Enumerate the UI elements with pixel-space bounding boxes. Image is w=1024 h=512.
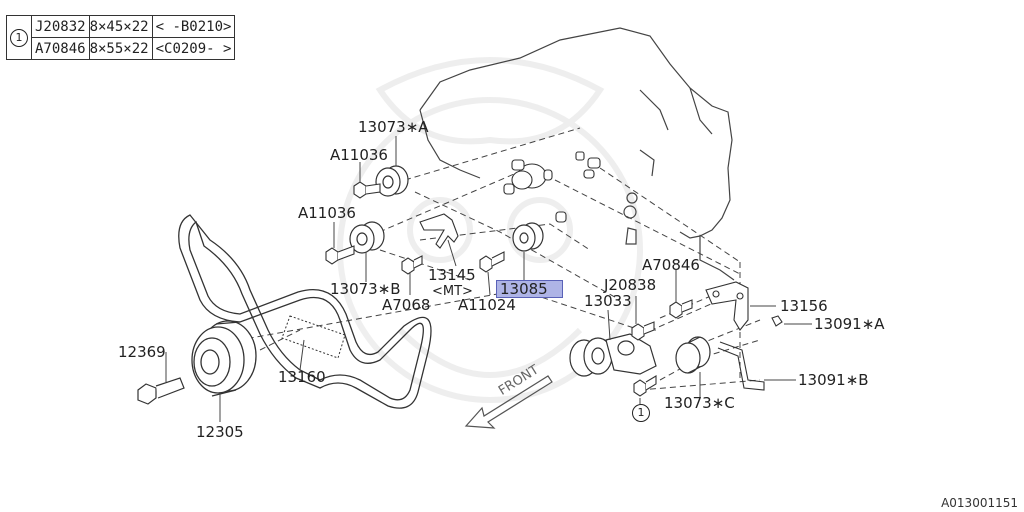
spec-part: A70846 bbox=[31, 37, 90, 60]
spec-range: < -B0210> bbox=[151, 15, 236, 38]
drive-belt bbox=[178, 214, 432, 409]
callout-13073a[interactable]: 13073∗A bbox=[358, 118, 429, 136]
callout-a11036-mid[interactable]: A11036 bbox=[298, 204, 356, 222]
callout-12369[interactable]: 12369 bbox=[118, 343, 166, 361]
spec-size: 8×45×22 bbox=[89, 15, 153, 38]
bracket-13091b bbox=[717, 341, 765, 391]
callout-13091b[interactable]: 13091∗B bbox=[798, 371, 869, 389]
crank-pulley bbox=[191, 320, 257, 397]
ref-mark-bottom: 1 bbox=[632, 404, 650, 422]
spec-row: A70846 8×55×22 <C0209- > bbox=[7, 37, 236, 60]
callout-13160[interactable]: 13160 bbox=[278, 368, 326, 386]
tensioner-upper bbox=[503, 151, 601, 223]
crank-bolt bbox=[137, 377, 185, 405]
ref-mark-circle: 1 bbox=[10, 28, 28, 47]
bolt-j20838 bbox=[631, 321, 655, 341]
bracket-13145 bbox=[419, 213, 459, 249]
callout-a11024[interactable]: A11024 bbox=[458, 296, 516, 314]
bolt-ref-1 bbox=[633, 375, 657, 397]
idler-pulley-b bbox=[349, 221, 385, 254]
spec-ref-cell: 1 bbox=[6, 15, 32, 60]
callout-13073b[interactable]: 13073∗B bbox=[330, 280, 401, 298]
bracket-13156 bbox=[705, 281, 749, 331]
callout-13073c[interactable]: 13073∗C bbox=[664, 394, 735, 412]
idler-pulley-13085 bbox=[512, 222, 544, 252]
spec-row: 1 J20832 8×45×22 < -B0210> bbox=[6, 15, 236, 60]
callout-13156[interactable]: 13156 bbox=[780, 297, 828, 315]
tensioner-13033 bbox=[569, 333, 657, 377]
spec-part: J20832 bbox=[31, 15, 90, 38]
callout-a70846[interactable]: A70846 bbox=[642, 256, 700, 274]
leader-lines bbox=[165, 136, 812, 422]
spec-range: <C0209- > bbox=[151, 37, 236, 60]
callout-j20838[interactable]: J20838 bbox=[604, 276, 657, 294]
callout-a11036-top[interactable]: A11036 bbox=[330, 146, 388, 164]
spec-size: 8×55×22 bbox=[89, 37, 153, 60]
watermark-crest bbox=[337, 57, 643, 403]
clip-13091a bbox=[771, 315, 783, 327]
callout-mt-note: <MT> bbox=[432, 284, 473, 299]
callout-13033[interactable]: 13033 bbox=[584, 292, 632, 310]
callout-a7068[interactable]: A7068 bbox=[382, 296, 431, 314]
callout-12305[interactable]: 12305 bbox=[196, 423, 244, 441]
idler-pulley-c bbox=[675, 336, 711, 374]
document-id: A013001151 bbox=[941, 496, 1018, 510]
bolt-a11024 bbox=[479, 251, 505, 273]
spec-table: 1 J20832 8×45×22 < -B0210> A70846 8×55×2… bbox=[6, 15, 236, 60]
idler-pulley-a bbox=[375, 165, 409, 197]
callout-13145[interactable]: 13145 bbox=[428, 266, 476, 284]
bolt-a11036-top bbox=[353, 181, 381, 199]
bolt-a11036-mid bbox=[325, 245, 355, 265]
callout-13085-highlighted[interactable]: 13085 bbox=[496, 280, 563, 298]
callout-13091a[interactable]: 13091∗A bbox=[814, 315, 885, 333]
bolt-a7068 bbox=[401, 255, 423, 275]
front-arrow bbox=[464, 375, 553, 429]
bolt-a70846 bbox=[669, 299, 693, 319]
